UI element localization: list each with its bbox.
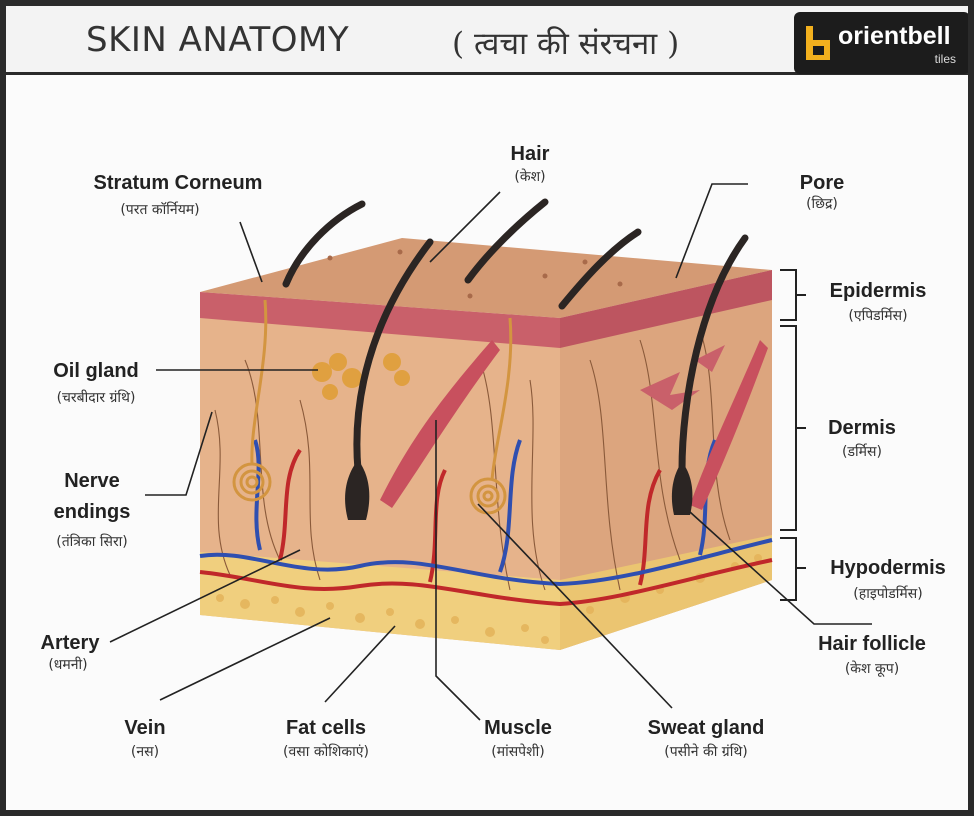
label-hair: Hair	[511, 143, 550, 165]
label-hair-follicle: Hair follicle	[818, 633, 926, 655]
label-fat-cells-hi: (वसा कोशिकाएं)	[283, 743, 369, 760]
label-stratum: Stratum Corneum	[94, 172, 263, 194]
label-stratum-hi: (परत कॉर्नियम)	[120, 201, 199, 218]
label-pore-hi: (छिद्र)	[806, 195, 838, 212]
label-vein: Vein	[124, 717, 165, 739]
label-sweat-gland: Sweat gland	[648, 717, 765, 739]
label-fat-cells: Fat cells	[286, 717, 366, 739]
label-artery-hi: (धमनी)	[48, 656, 87, 673]
label-oil-gland: Oil gland	[53, 360, 139, 382]
label-vein-hi: (नस)	[131, 744, 159, 760]
layer-brackets	[780, 270, 806, 600]
label-hair-follicle-hi: (केश कूप)	[845, 660, 899, 677]
skin-block	[200, 202, 806, 650]
label-hair-hi: (केश)	[514, 168, 545, 185]
label-pore: Pore	[800, 172, 844, 194]
label-epidermis: Epidermis	[830, 280, 927, 302]
label-muscle: Muscle	[484, 717, 552, 739]
label-hypodermis: Hypodermis	[830, 557, 946, 579]
label-hypodermis-hi: (हाइपोडर्मिस)	[853, 585, 922, 602]
label-muscle-hi: (मांसपेशी)	[491, 743, 544, 760]
label-artery: Artery	[41, 632, 101, 654]
label-oil-gland-hi: (चरबीदार ग्रंथि)	[57, 389, 136, 406]
label-nerve-1: Nerve	[64, 470, 120, 492]
label-epidermis-hi: (एपिडर्मिस)	[848, 307, 907, 324]
label-dermis-hi: (डर्मिस)	[842, 443, 882, 460]
label-nerve-2: endings	[54, 501, 131, 523]
label-dermis: Dermis	[828, 417, 896, 439]
label-nerve-hi: (तंत्रिका सिरा)	[56, 533, 128, 550]
label-sweat-gland-hi: (पसीने की ग्रंथि)	[664, 743, 747, 760]
